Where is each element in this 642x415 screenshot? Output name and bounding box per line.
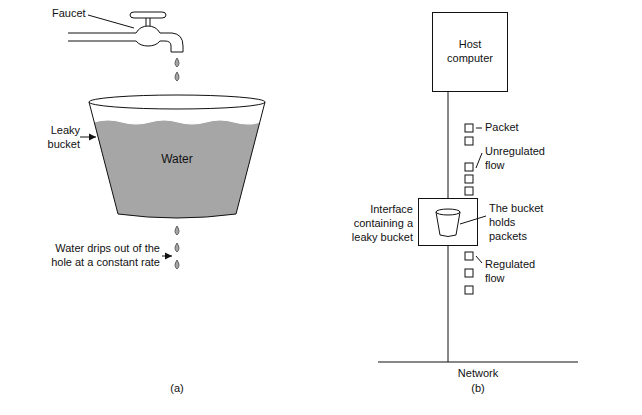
network-label: Network [438, 367, 518, 381]
part-label: Faucet [52, 7, 92, 21]
node-text: Water [88, 152, 266, 167]
part-label: Leaky bucket [30, 124, 80, 152]
wire-connector [448, 92, 449, 198]
host-box: Host computer [432, 12, 508, 92]
node-text: Interface containing a leaky bucket [335, 203, 413, 244]
part-label: Regulated flow [485, 258, 537, 286]
part-label: The bucket holds packets [489, 202, 547, 243]
note-text: Water drips out of the hole at a constan… [36, 242, 160, 270]
part-label: Packet [485, 121, 545, 135]
interface-box: Interface containing a leaky bucket [418, 198, 478, 246]
small-bucket-icon [436, 209, 460, 237]
node-text: Host computer [443, 38, 497, 66]
panel-label: (b) [463, 382, 493, 396]
part-label: Unregulated flow [485, 145, 547, 173]
panel-label: (a) [162, 382, 192, 396]
network-wire [378, 246, 578, 362]
packet-squares [465, 124, 473, 294]
leaky-bucket: Water [88, 94, 266, 222]
